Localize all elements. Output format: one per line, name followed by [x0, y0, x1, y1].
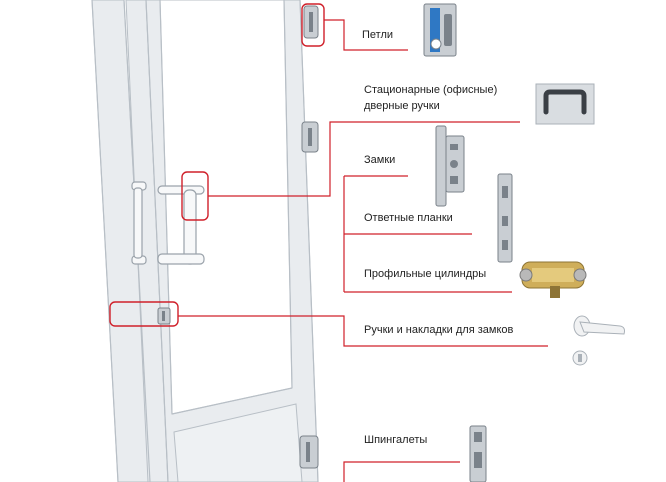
- top-hinge: [303, 5, 319, 39]
- espagnolette-icon: [469, 425, 487, 482]
- bottom-panel: [173, 403, 303, 482]
- label-lock-handles: Ручки и накладки для замков: [364, 324, 514, 336]
- label-hinges: Петли: [362, 29, 394, 41]
- glass-bead-left: [159, 0, 173, 415]
- lock-body-icon: [435, 125, 465, 207]
- keyhole: [157, 307, 171, 325]
- profile-cylinder-icon: [519, 261, 587, 298]
- lever-handle-icon: [572, 315, 625, 366]
- keyhole-callout-box: [109, 301, 179, 327]
- door-edge-sash-left: [145, 0, 169, 482]
- label-strike-plates: Ответные планки: [364, 212, 453, 224]
- door-edge-left: [91, 0, 119, 482]
- hinge-icon: [423, 3, 457, 57]
- office-handle-leader: [208, 121, 520, 197]
- bottom-hinge: [299, 435, 319, 469]
- outer-door-handle: [131, 181, 147, 265]
- door-edge-right: [299, 0, 319, 482]
- label-cylinders: Профильные цилиндры: [364, 268, 487, 280]
- hinge-callout-box: [301, 3, 325, 47]
- door-illustration: [91, 0, 319, 482]
- label-espagnolettes: Шпингалеты: [364, 434, 428, 446]
- strike-plate-icon: [497, 173, 513, 263]
- label-office-handles: Стационарные (офисные) дверные ручки: [364, 84, 498, 112]
- office-handle-icon: [535, 83, 595, 125]
- middle-hinge: [301, 121, 319, 153]
- label-locks: Замки: [364, 154, 396, 166]
- door-frame-inner: [125, 0, 169, 482]
- leader-lines: [178, 19, 548, 482]
- hinge-leader: [324, 19, 408, 51]
- office-door-handle: [157, 185, 205, 265]
- glass-bead-right: [283, 0, 293, 389]
- glass-pane: [159, 0, 293, 415]
- glass-bead-bottom: [171, 387, 293, 415]
- espagnolette-leader: [343, 461, 460, 482]
- lock-handle-leader: [178, 315, 548, 347]
